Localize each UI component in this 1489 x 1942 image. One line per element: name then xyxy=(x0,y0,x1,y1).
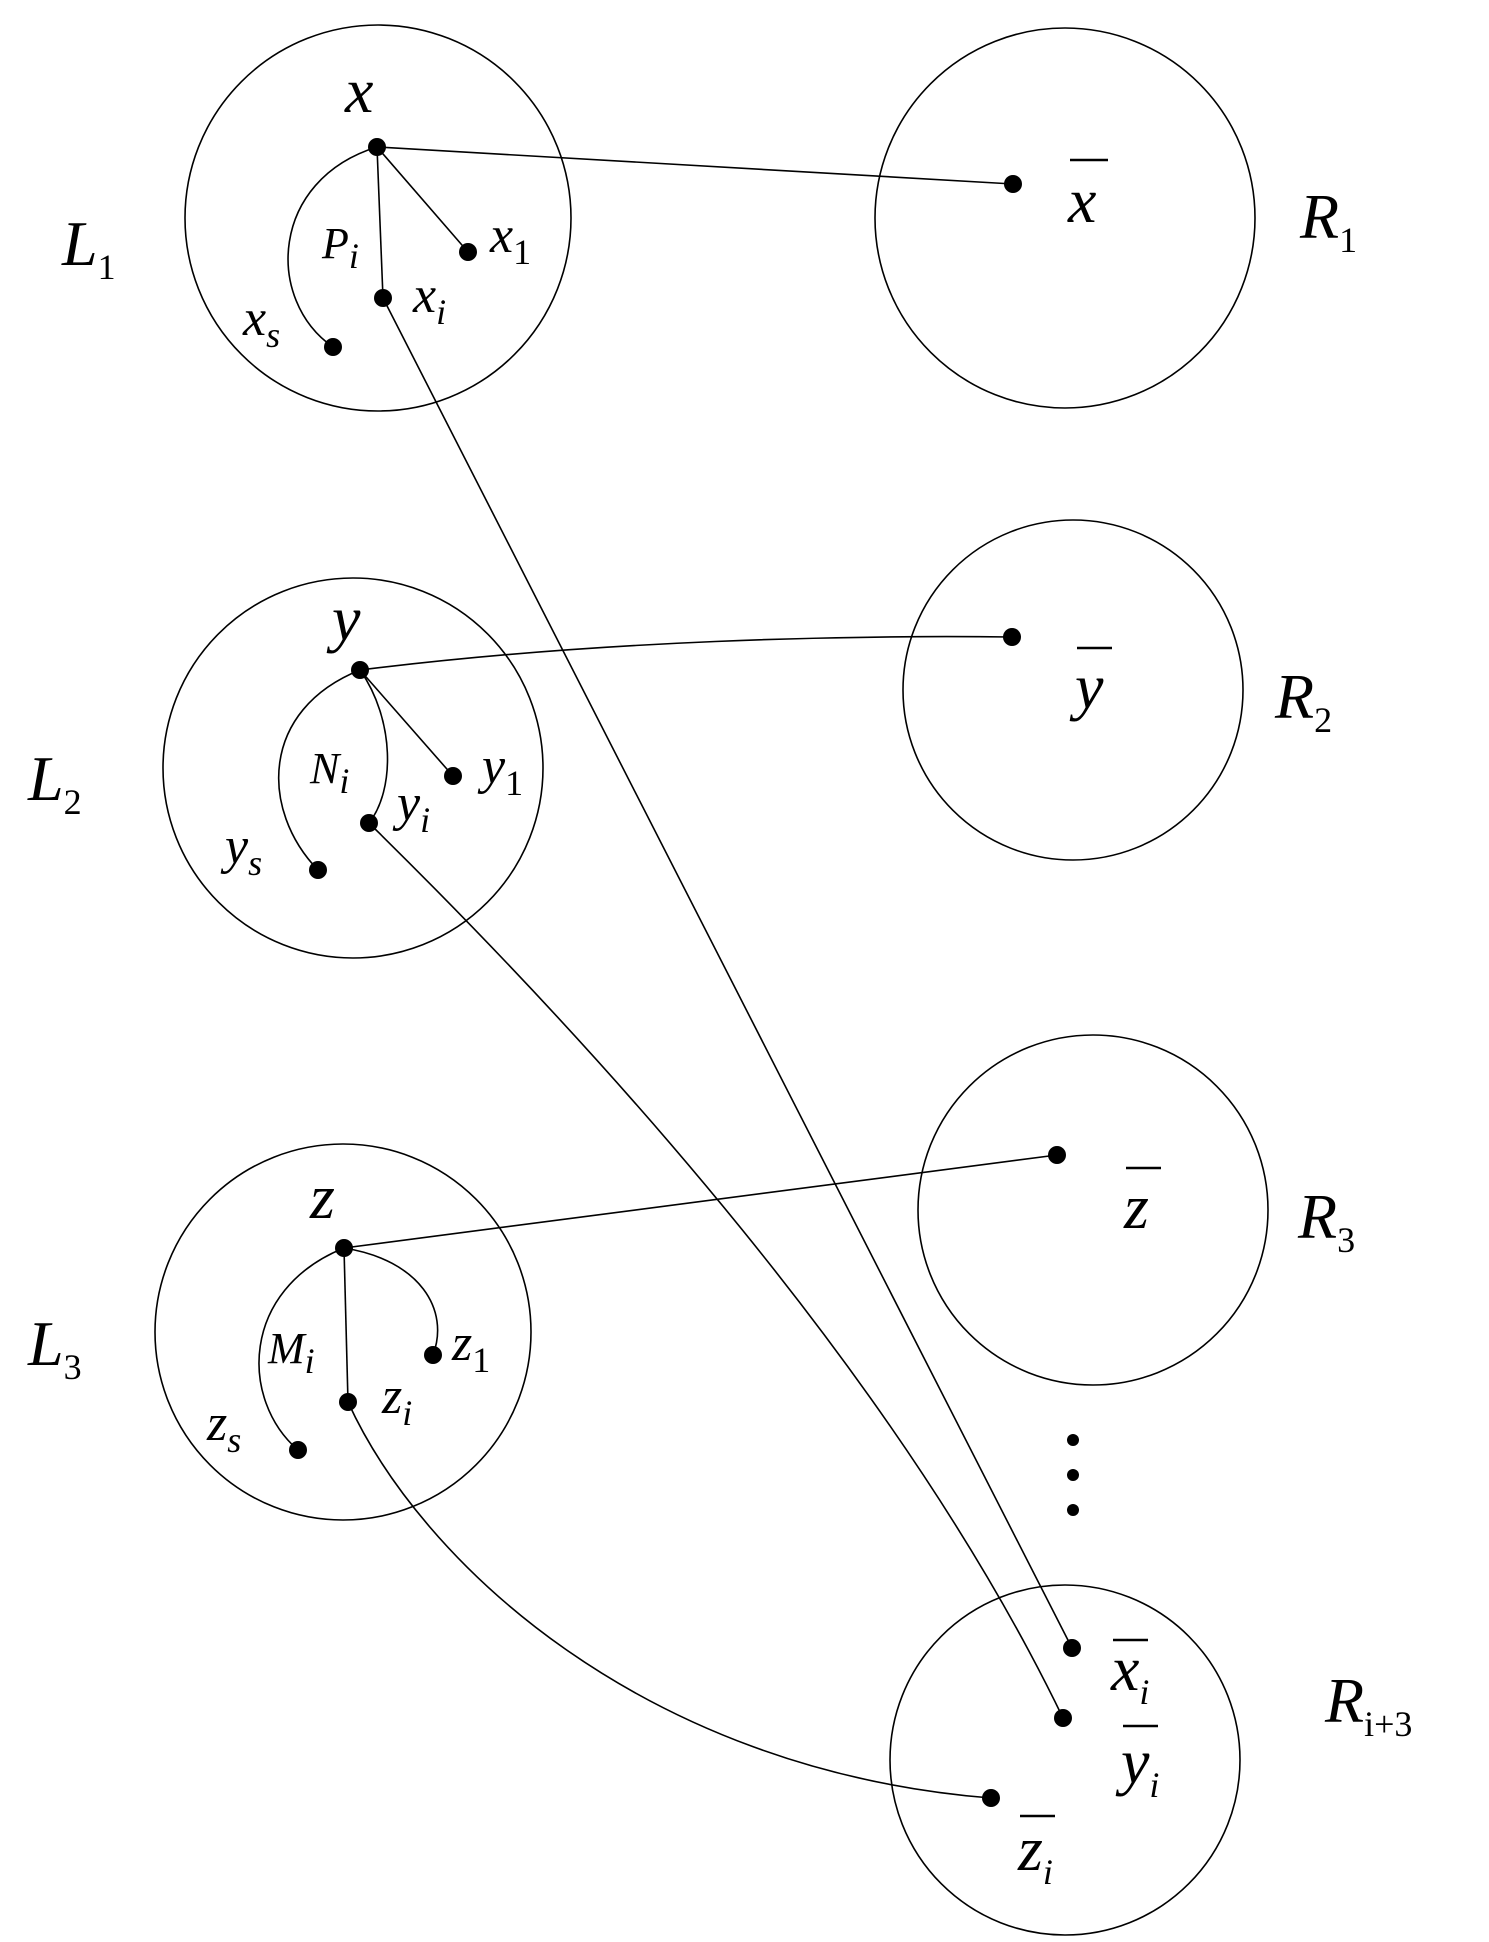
label-Ri3: Ri+3 xyxy=(1324,1665,1412,1744)
edge-z-zi xyxy=(343,1247,349,1403)
ellipsis-dot-2 xyxy=(1067,1469,1079,1481)
label-yi: yi xyxy=(392,775,430,840)
path-labels: Pi Ni Mi xyxy=(267,219,359,1381)
dot-xs xyxy=(324,338,342,356)
dot-zbar xyxy=(1048,1146,1066,1164)
edge-zi-zbar-i xyxy=(347,1401,992,1799)
dot-zbar-i xyxy=(982,1789,1000,1807)
dot-ybar xyxy=(1003,628,1021,646)
label-L1: L1 xyxy=(61,208,116,287)
dot-xbar xyxy=(1004,175,1022,193)
label-x1: x1 xyxy=(489,207,531,272)
label-L3: L3 xyxy=(27,1308,82,1387)
set-labels: L1 L2 L3 R1 R2 R3 Ri+3 xyxy=(27,181,1412,1744)
label-zi: zi xyxy=(381,1368,412,1433)
edge-y-y1 xyxy=(359,669,454,777)
label-xi: xi xyxy=(412,267,446,332)
circle-R3 xyxy=(917,1034,1269,1386)
circle-Ri3 xyxy=(889,1584,1241,1936)
label-path-P: Pi xyxy=(321,219,359,276)
dot-z xyxy=(335,1239,353,1257)
label-R1: R1 xyxy=(1299,181,1357,260)
circle-R1 xyxy=(874,27,1256,409)
circle-L3 xyxy=(154,1143,532,1521)
edge-z-zbar xyxy=(343,1154,1058,1249)
set-circles xyxy=(154,24,1269,1936)
label-y: y xyxy=(326,583,361,654)
label-ys: ys xyxy=(220,818,262,883)
label-L2: L2 xyxy=(27,743,82,822)
label-zbar: z xyxy=(1123,1171,1149,1242)
edge-xi-xbar-i xyxy=(382,297,1073,1649)
label-ybar: y xyxy=(1069,651,1104,722)
label-y1: y1 xyxy=(477,738,523,803)
label-xbar: x xyxy=(1067,165,1096,236)
ellipsis-dot-3 xyxy=(1067,1504,1079,1516)
dot-x1 xyxy=(459,243,477,261)
path-z-z1 xyxy=(343,1247,439,1356)
edge-x-xi xyxy=(376,146,384,299)
edge-x-x1 xyxy=(376,146,469,253)
dot-x xyxy=(368,138,386,156)
ellipsis-dot-1 xyxy=(1067,1434,1079,1446)
dot-y1 xyxy=(444,767,462,785)
label-z1: z1 xyxy=(451,1315,490,1380)
dot-xi xyxy=(374,289,392,307)
label-R3: R3 xyxy=(1297,1181,1355,1260)
dot-zi xyxy=(339,1393,357,1411)
edge-y-ybar xyxy=(359,635,1013,671)
label-zbar-i: zi xyxy=(1017,1813,1053,1892)
dot-ybar-i xyxy=(1054,1709,1072,1727)
label-z: z xyxy=(309,1161,335,1232)
edge-x-xbar xyxy=(376,146,1014,185)
path-P-x-xs xyxy=(287,146,378,348)
circle-R2 xyxy=(902,519,1244,861)
path-y-ys xyxy=(277,669,361,871)
path-N-y-yi xyxy=(359,669,389,824)
edge-yi-ybar-i xyxy=(368,822,1064,1719)
circle-L1 xyxy=(184,24,572,412)
dot-y xyxy=(351,661,369,679)
label-x: x xyxy=(344,55,373,126)
vertex-labels: x x1 xi xs y y1 yi ys z z1 zi zs x y z x… xyxy=(206,55,1159,1892)
path-M-z-zs xyxy=(258,1247,345,1451)
label-path-N: Ni xyxy=(309,744,349,801)
dot-xbar-i xyxy=(1063,1639,1081,1657)
edges xyxy=(258,146,1073,1799)
label-xbar-i: xi xyxy=(1110,1633,1149,1712)
label-R2: R2 xyxy=(1274,661,1332,740)
overlines xyxy=(1020,158,1161,1818)
vertex-dots xyxy=(289,138,1081,1807)
dot-ys xyxy=(309,861,327,879)
label-xs: xs xyxy=(242,290,280,355)
label-path-M: Mi xyxy=(267,1324,315,1381)
label-zs: zs xyxy=(206,1395,241,1460)
label-ybar-i: yi xyxy=(1115,1726,1159,1805)
dot-yi xyxy=(360,814,378,832)
circle-L2 xyxy=(162,577,544,959)
dot-zs xyxy=(289,1441,307,1459)
dot-z1 xyxy=(424,1346,442,1364)
